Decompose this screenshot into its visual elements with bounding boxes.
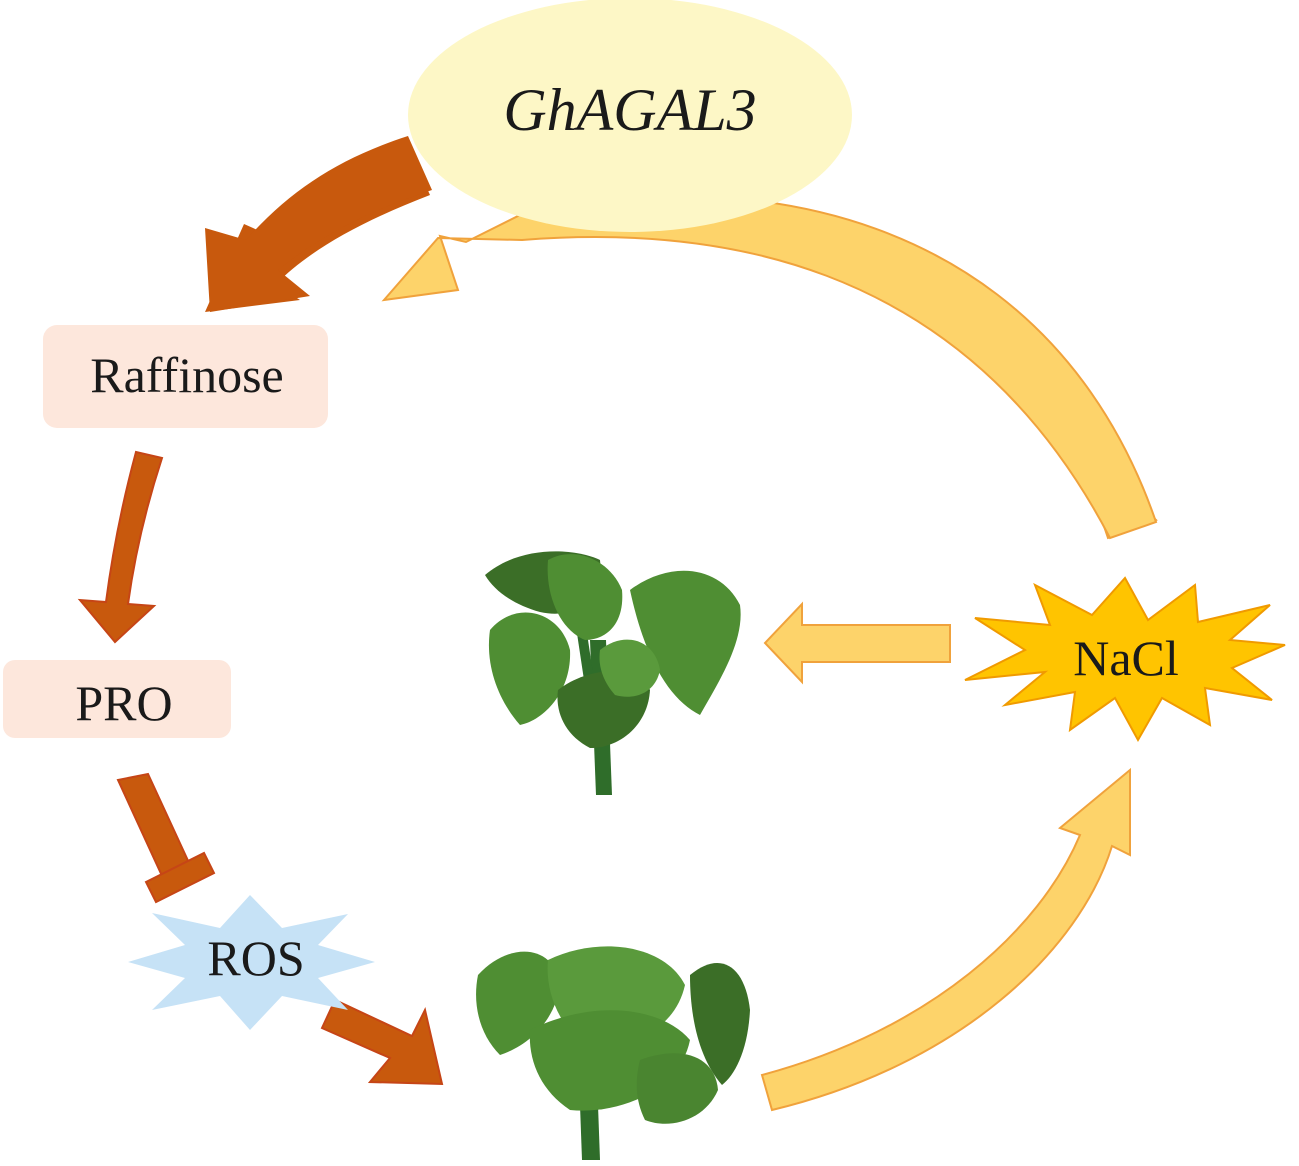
- raffinose-to-pro-arrow: [77, 450, 164, 644]
- ros-to-healthy-arrow: [320, 998, 444, 1086]
- gene-label: GhAGAL3: [503, 77, 756, 143]
- wilted-plant-leaf: [488, 612, 571, 725]
- gene-to-raffinose-arrow-head: [205, 136, 432, 312]
- healthy-plant-leaf: [636, 1053, 718, 1124]
- ros-node: [128, 895, 375, 1030]
- nacl-to-gene-arrow-body: [381, 196, 1158, 540]
- raffinose-label: Raffinose: [90, 347, 283, 403]
- nacl-to-wilted-arrow: [763, 601, 951, 685]
- healthy-to-nacl-arrow: [760, 767, 1131, 1112]
- gene-node: [408, 0, 852, 232]
- ros-label: ROS: [207, 930, 304, 986]
- pro-node: [3, 660, 231, 738]
- nacl-label: NaCl: [1073, 630, 1179, 686]
- inhibition-bar: [144, 851, 216, 904]
- pro-label: PRO: [75, 675, 172, 731]
- healthy-plant: [476, 946, 750, 1160]
- wilted-plant: [485, 551, 741, 795]
- wilted-plant-leaf: [547, 554, 623, 640]
- wilted-plant-leaf: [630, 570, 741, 715]
- healthy-plant-leaf: [690, 962, 750, 1085]
- raffinose-node: [43, 325, 328, 428]
- nacl-node: [964, 576, 1286, 743]
- wilted-plant-leaf: [599, 639, 660, 697]
- pro-inhibits-ros-arrow: [116, 772, 192, 880]
